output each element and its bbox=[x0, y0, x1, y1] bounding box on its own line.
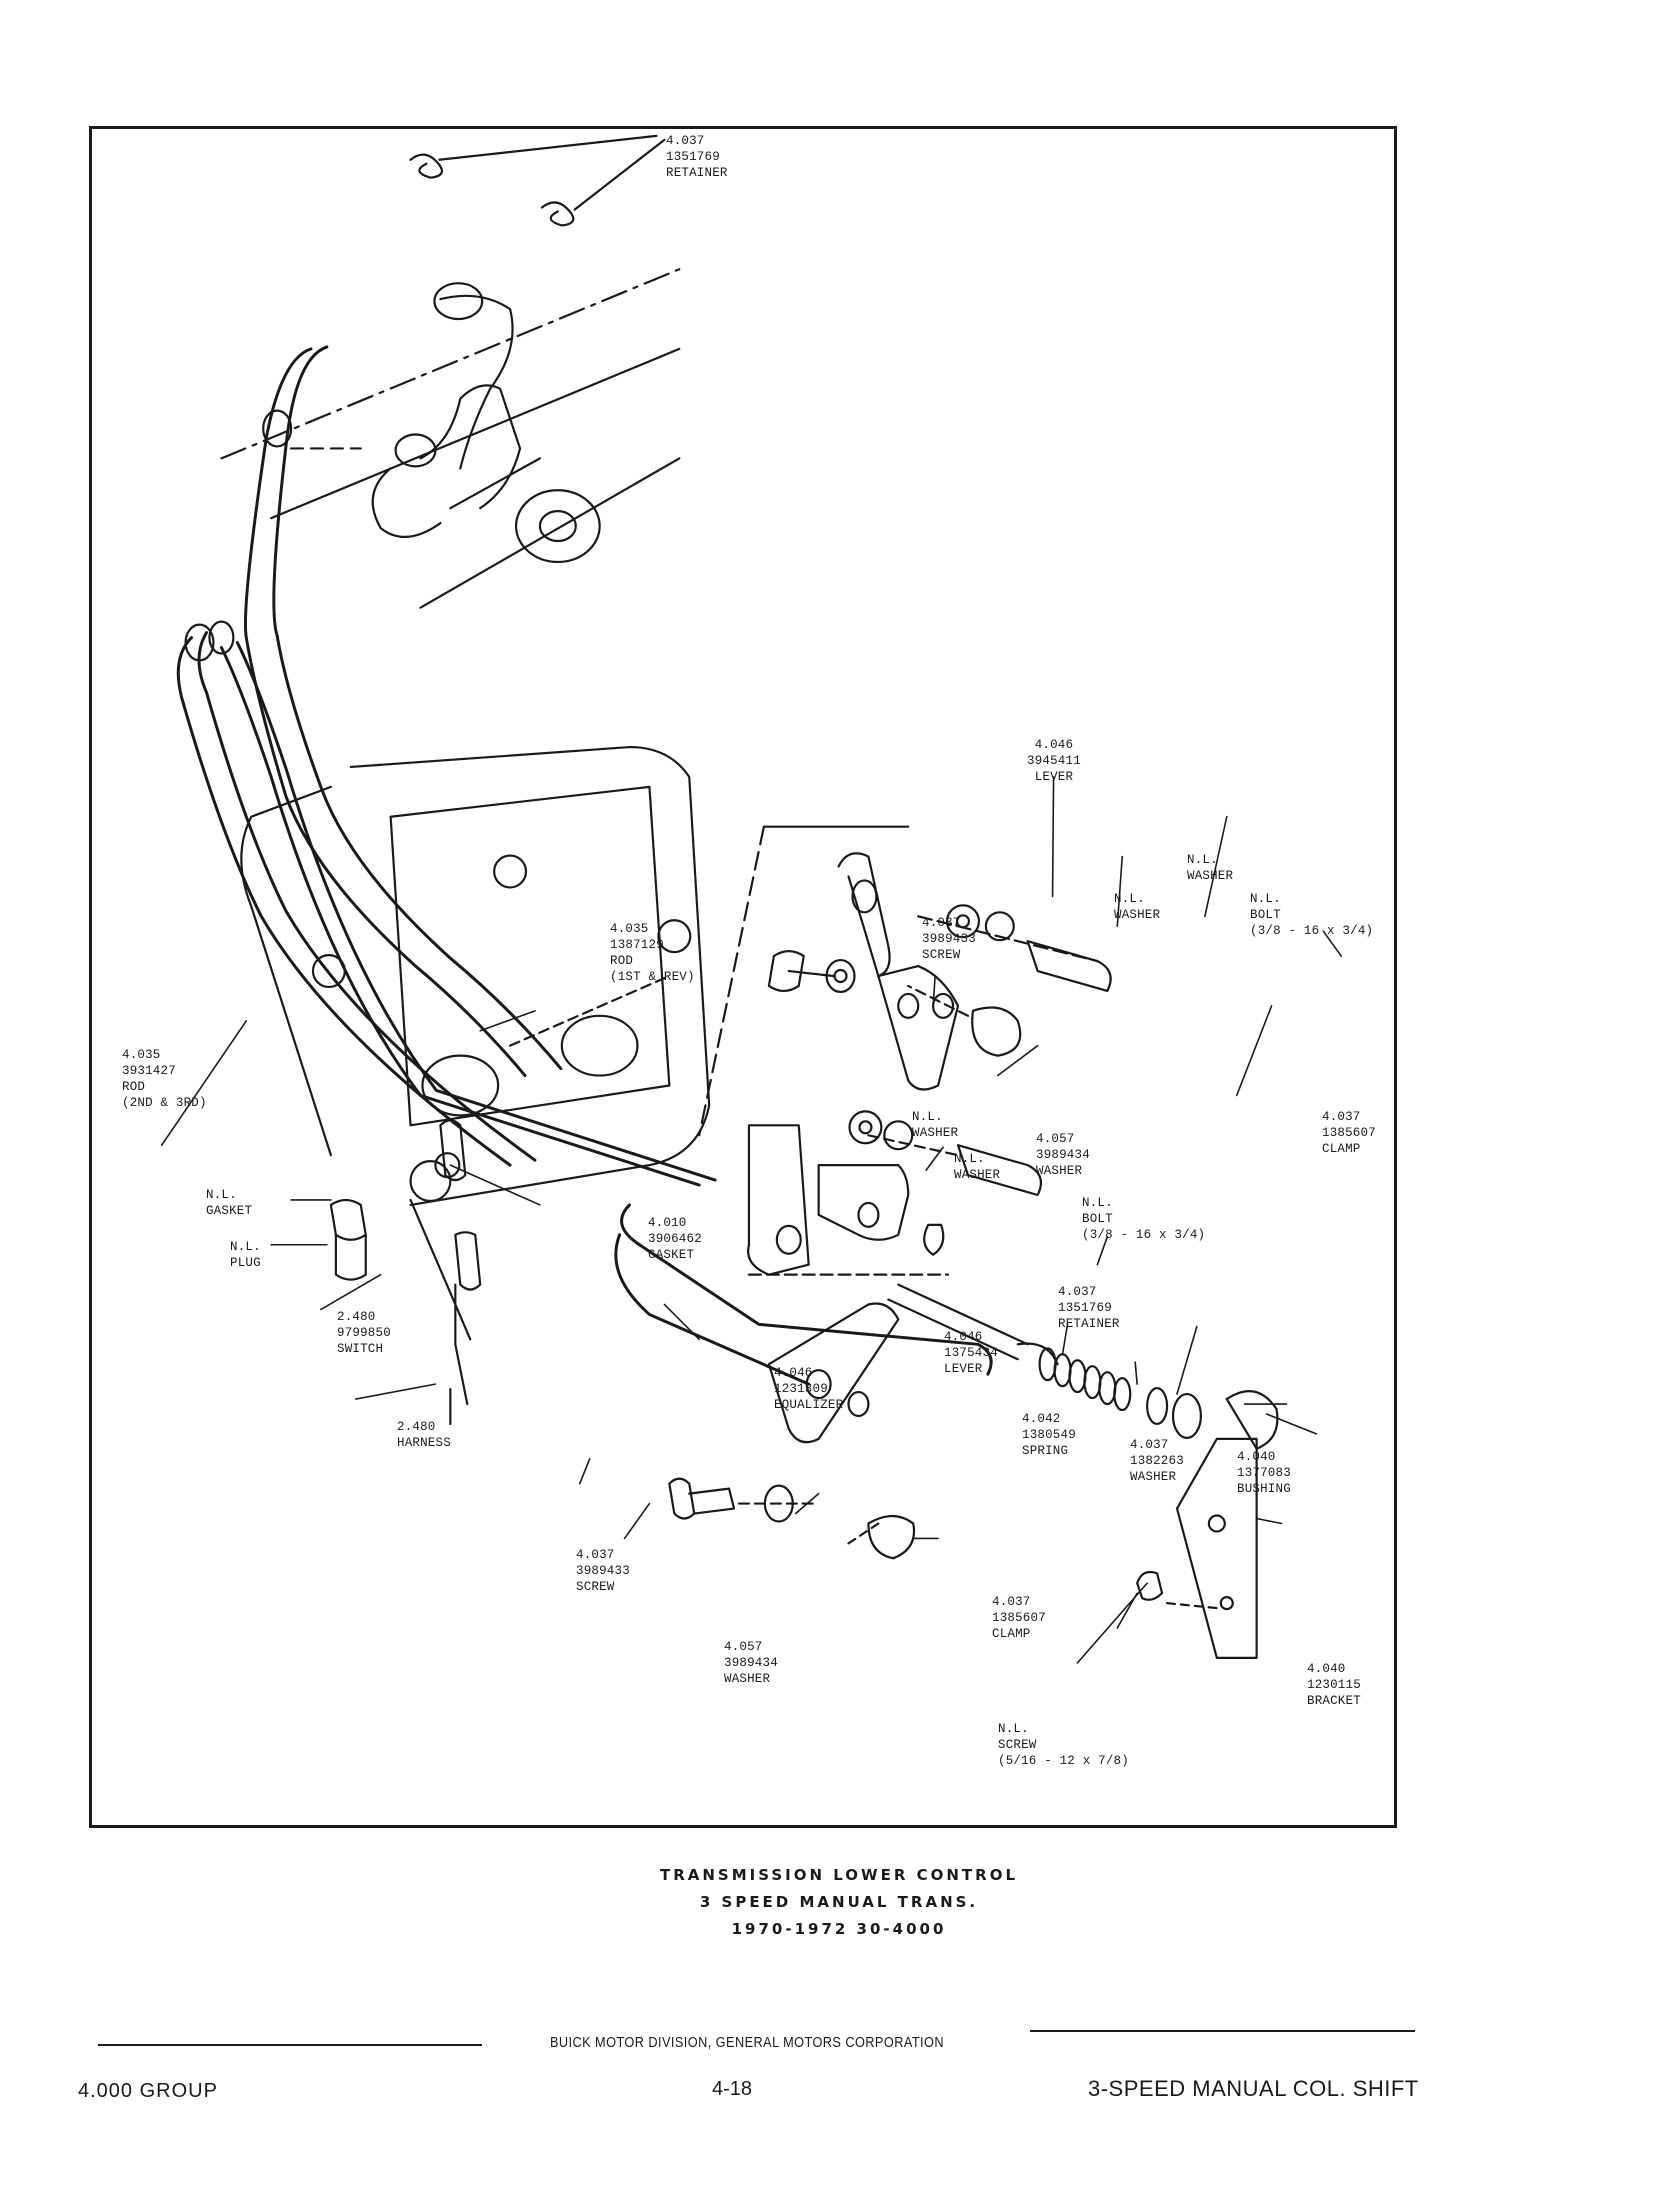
callout-gasket-nl: N.L.GASKET bbox=[206, 1188, 253, 1218]
shift-rods bbox=[176, 345, 717, 1187]
steering-column bbox=[220, 268, 681, 609]
leader-lines bbox=[160, 776, 1343, 1664]
callout-washer-nl-a: N.L.WASHER bbox=[1187, 853, 1234, 883]
transmission-case bbox=[240, 745, 711, 1207]
caption-line-2: 3 SPEED MANUAL TRANS. bbox=[699, 1893, 979, 1911]
equalizer-assembly bbox=[614, 1203, 1279, 1659]
footer-rule-right bbox=[1030, 2030, 1415, 2032]
upper-lever-assembly bbox=[698, 825, 1112, 1137]
caption-line-3: 1970-1972 30-4000 bbox=[731, 1920, 947, 1938]
footer-corporation: BUICK MOTOR DIVISION, GENERAL MOTORS COR… bbox=[550, 2034, 944, 2051]
parts-drawing bbox=[160, 134, 1343, 1664]
callout-bolt-nl-mid: N.L.BOLT(3/8 - 16 x 3/4) bbox=[1082, 1196, 1206, 1242]
callout-bolt-nl-top: N.L.BOLT(3/8 - 16 x 3/4) bbox=[1250, 892, 1374, 938]
callout-washer-nl-b: N.L.WASHER bbox=[1114, 892, 1161, 922]
footer-group: 4.000 GROUP bbox=[78, 2080, 218, 2102]
callout-plug-nl: N.L.PLUG bbox=[230, 1240, 261, 1270]
callout-washer-nl-d: N.L.WASHER bbox=[954, 1152, 1001, 1182]
callout-screw-nl-bottom: N.L.SCREW(5/16 - 12 x 7/8) bbox=[998, 1722, 1129, 1768]
middle-lever-assembly bbox=[329, 1110, 1043, 1426]
caption-line-1: TRANSMISSION LOWER CONTROL bbox=[659, 1866, 1019, 1884]
footer-section: 3-SPEED MANUAL COL. SHIFT bbox=[1088, 2076, 1419, 2101]
figure-caption: TRANSMISSION LOWER CONTROL 3 SPEED MANUA… bbox=[0, 1862, 1678, 1943]
callout-washer-nl-c: N.L.WASHER bbox=[912, 1110, 959, 1140]
footer-rule-left bbox=[98, 2044, 482, 2046]
footer-page-number: 4-18 bbox=[712, 2078, 753, 2100]
retainer-clip-top bbox=[409, 134, 666, 227]
